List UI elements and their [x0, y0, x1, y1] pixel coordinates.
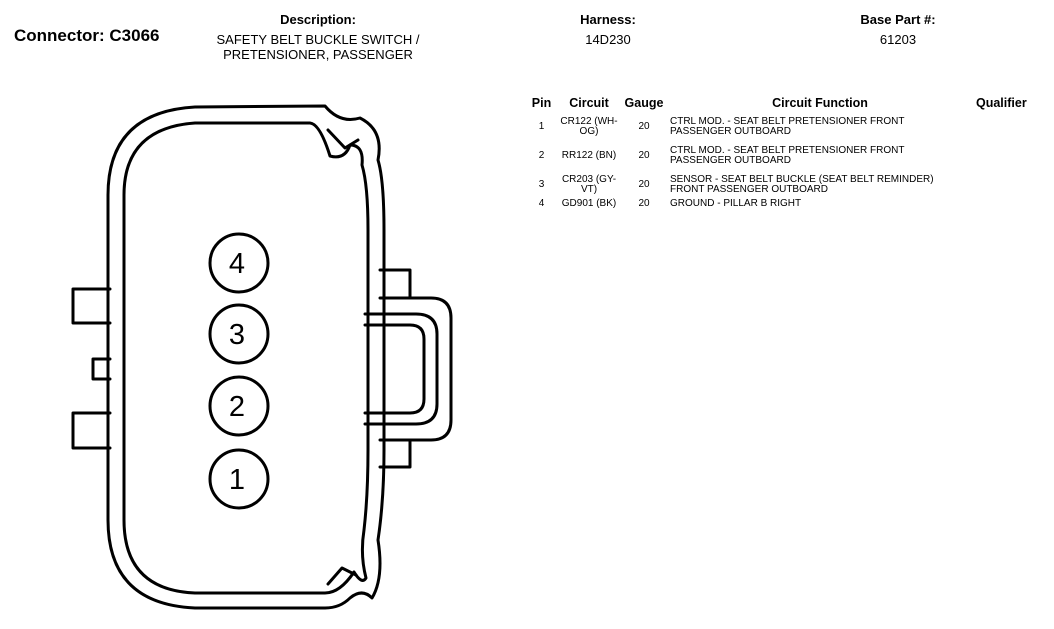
row-circuit-line-1: CR203 (GY- — [561, 173, 617, 185]
row-qualifier — [973, 112, 1030, 141]
description-label: Description: — [280, 12, 356, 27]
row-circuit: CR203 (GY- VT) — [557, 170, 621, 199]
row-function: GROUND - PILLAR B RIGHT — [667, 199, 973, 215]
row-function-line-1: SENSOR - SEAT BELT BUCKLE (SEAT BELT REM… — [670, 173, 934, 185]
pin-label-3: 3 — [229, 319, 245, 351]
harness-value: 14D230 — [585, 32, 631, 47]
housing-notch-top — [326, 128, 360, 150]
header-gauge: Gauge — [624, 96, 664, 110]
connector-title: Connector: C3066 — [14, 26, 160, 45]
description-block: Description: SAFETY BELT BUCKLE SWITCH /… — [188, 12, 448, 62]
row-gauge: 20 — [638, 149, 650, 161]
left-tab-middle — [91, 357, 112, 381]
row-function-line-2: PASSENGER OUTBOARD — [670, 125, 791, 137]
pin-2-circle — [208, 375, 270, 437]
row-circuit-line-2: OG) — [579, 125, 599, 137]
row-circuit-line-1: GD901 (BK) — [561, 198, 617, 209]
pin-table-header: Pin Circuit Gauge Circuit Function Quali… — [526, 96, 1030, 112]
row-function-line-1: CTRL MOD. - SEAT BELT PRETENSIONER FRONT — [670, 144, 905, 156]
row-circuit-line-2: VT) — [580, 183, 598, 195]
housing-outer — [106, 104, 386, 610]
row-function-line-2: FRONT PASSENGER OUTBOARD — [670, 183, 828, 195]
table-row: 2 RR122 (BN) 20 CTRL MOD. - SEAT BELT PR… — [526, 141, 1030, 170]
row-gauge: 20 — [638, 178, 650, 190]
left-tab-bottom — [71, 411, 112, 450]
pin-table: Pin Circuit Gauge Circuit Function Quali… — [526, 96, 1030, 215]
header-qualifier: Qualifier — [976, 96, 1027, 110]
row-qualifier — [973, 199, 1030, 215]
row-gauge: 20 — [638, 198, 650, 209]
pin-label-2: 2 — [229, 391, 245, 423]
pin-3-circle — [208, 303, 270, 365]
housing-inner — [122, 121, 370, 595]
harness-label: Harness: — [580, 12, 636, 27]
row-circuit: CR122 (WH- OG) — [557, 112, 621, 141]
row-qualifier — [973, 170, 1030, 199]
harness-block: Harness: 14D230 — [548, 12, 668, 47]
row-function-line-2: PASSENGER OUTBOARD — [670, 154, 791, 166]
row-pin: 1 — [538, 120, 545, 132]
left-tab-top — [71, 287, 112, 325]
base-part-block: Base Part #: 61203 — [828, 12, 968, 47]
housing-notch-bottom — [326, 566, 358, 586]
row-circuit-line-1: RR122 (BN) — [561, 149, 617, 161]
row-pin: 3 — [538, 178, 545, 190]
row-function: CTRL MOD. - SEAT BELT PRETENSIONER FRONT… — [667, 141, 973, 170]
pin-label-1: 1 — [229, 464, 245, 496]
pin-label-4: 4 — [229, 248, 245, 280]
table-row: 3 CR203 (GY- VT) 20 SENSOR - SEAT BELT B… — [526, 170, 1030, 199]
header-circuit-function: Circuit Function — [772, 96, 868, 110]
row-gauge: 20 — [638, 120, 650, 132]
row-circuit: GD901 (BK) — [557, 199, 621, 215]
base-part-value: 61203 — [879, 32, 917, 47]
row-function: SENSOR - SEAT BELT BUCKLE (SEAT BELT REM… — [667, 170, 973, 199]
description-value: SAFETY BELT BUCKLE SWITCH / PRETENSIONER… — [188, 32, 448, 62]
table-row: 4 GD901 (BK) 20 GROUND - PILLAR B RIGHT — [526, 199, 1030, 215]
right-bracket-outer — [378, 268, 453, 469]
pin-1-circle — [208, 448, 270, 510]
pin-4-circle — [208, 232, 270, 294]
row-pin: 4 — [538, 198, 545, 209]
row-function-line-1: GROUND - PILLAR B RIGHT — [670, 198, 802, 209]
header-pin: Pin — [531, 96, 552, 110]
row-function: CTRL MOD. - SEAT BELT PRETENSIONER FRONT… — [667, 112, 973, 141]
row-pin: 2 — [538, 149, 545, 161]
row-function-line-1: CTRL MOD. - SEAT BELT PRETENSIONER FRONT — [670, 115, 905, 127]
table-row: 1 CR122 (WH- OG) 20 CTRL MOD. - SEAT BEL… — [526, 112, 1030, 141]
row-qualifier — [973, 141, 1030, 170]
latch-inner — [363, 323, 426, 415]
row-circuit: RR122 (BN) — [557, 141, 621, 170]
latch-outer — [363, 312, 439, 426]
connector-face-diagram: 4 3 2 1 — [71, 104, 453, 610]
description-line-2: PRETENSIONER, PASSENGER — [223, 47, 413, 62]
description-line-1: SAFETY BELT BUCKLE SWITCH / — [216, 32, 420, 47]
base-part-label: Base Part #: — [860, 12, 936, 27]
header-circuit: Circuit — [569, 96, 609, 110]
row-circuit-line-1: CR122 (WH- — [560, 115, 618, 127]
